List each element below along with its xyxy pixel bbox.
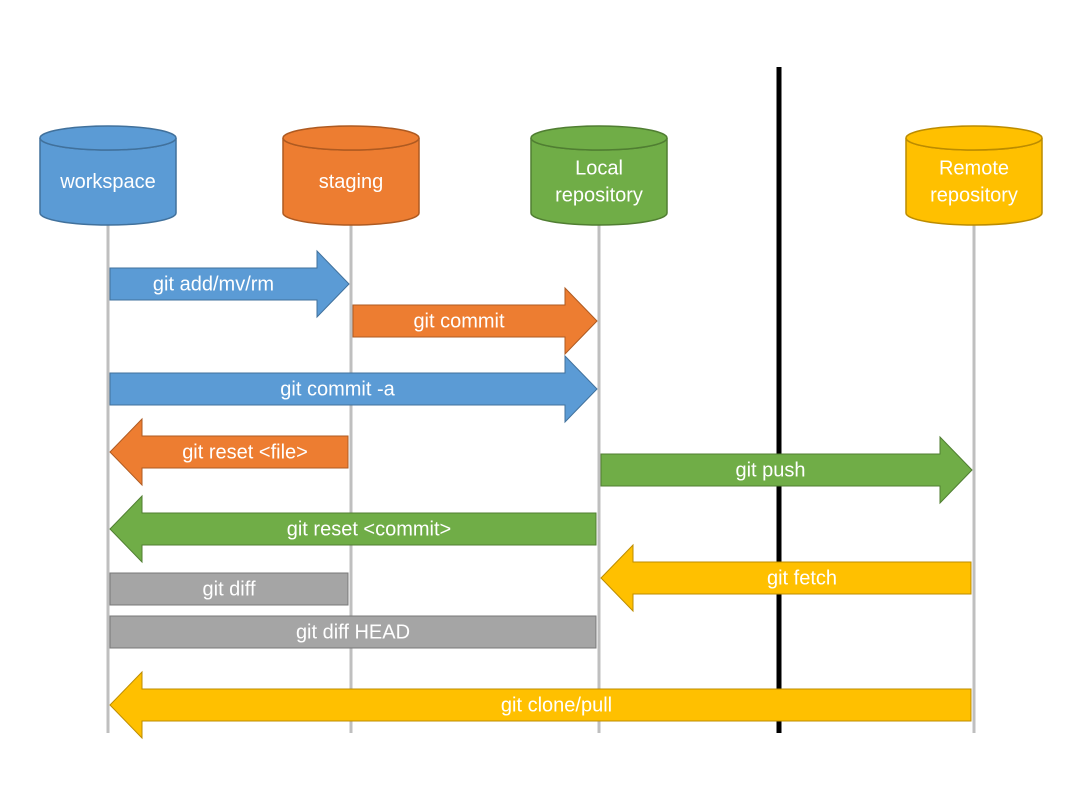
- op-label: git reset <file>: [182, 441, 308, 463]
- op-git-diff-head: git diff HEAD: [109, 615, 597, 649]
- store-label: Local: [575, 157, 623, 179]
- store-label: repository: [930, 184, 1018, 206]
- arrow-shape: [109, 417, 349, 487]
- op-git-reset-commit: git reset <commit>: [109, 494, 597, 564]
- store-label: workspace: [59, 171, 156, 193]
- op-git-clone-pull: git clone/pull: [109, 670, 972, 740]
- diff-bar: [109, 615, 597, 649]
- op-git-fetch: git fetch: [600, 543, 972, 613]
- arrow-shape: [109, 494, 597, 564]
- database-icon: [282, 125, 420, 226]
- op-label: git commit -a: [280, 378, 395, 400]
- arrow-shape: [600, 435, 973, 505]
- op-label: git push: [735, 459, 805, 481]
- op-label: git diff HEAD: [296, 621, 410, 643]
- store-label: repository: [555, 184, 643, 206]
- op-git-commit: git commit: [352, 286, 598, 356]
- op-git-reset-file: git reset <file>: [109, 417, 349, 487]
- op-label: git reset <commit>: [287, 518, 452, 540]
- op-label: git commit: [413, 310, 505, 332]
- store-remote: Remote repository: [905, 125, 1043, 226]
- op-label: git clone/pull: [501, 694, 612, 716]
- store-staging: staging: [282, 125, 420, 226]
- op-git-push: git push: [600, 435, 973, 505]
- arrow-shape: [109, 249, 350, 319]
- arrow-shape: [352, 286, 598, 356]
- op-label: git add/mv/rm: [153, 273, 274, 295]
- store-workspace: workspace: [39, 125, 177, 226]
- diff-bar: [109, 572, 349, 606]
- op-label: git fetch: [767, 567, 837, 589]
- store-label: Remote: [939, 157, 1009, 179]
- arrow-shape: [109, 670, 972, 740]
- arrow-shape: [109, 354, 598, 424]
- database-icon: [530, 125, 668, 226]
- op-label: git diff: [203, 578, 256, 600]
- arrow-shape: [600, 543, 972, 613]
- store-label: staging: [319, 171, 384, 193]
- op-git-add: git add/mv/rm: [109, 249, 350, 319]
- database-icon: [905, 125, 1043, 226]
- store-local: Local repository: [530, 125, 668, 226]
- op-git-diff: git diff: [109, 572, 349, 606]
- op-git-commit-a: git commit -a: [109, 354, 598, 424]
- database-icon: [39, 125, 177, 226]
